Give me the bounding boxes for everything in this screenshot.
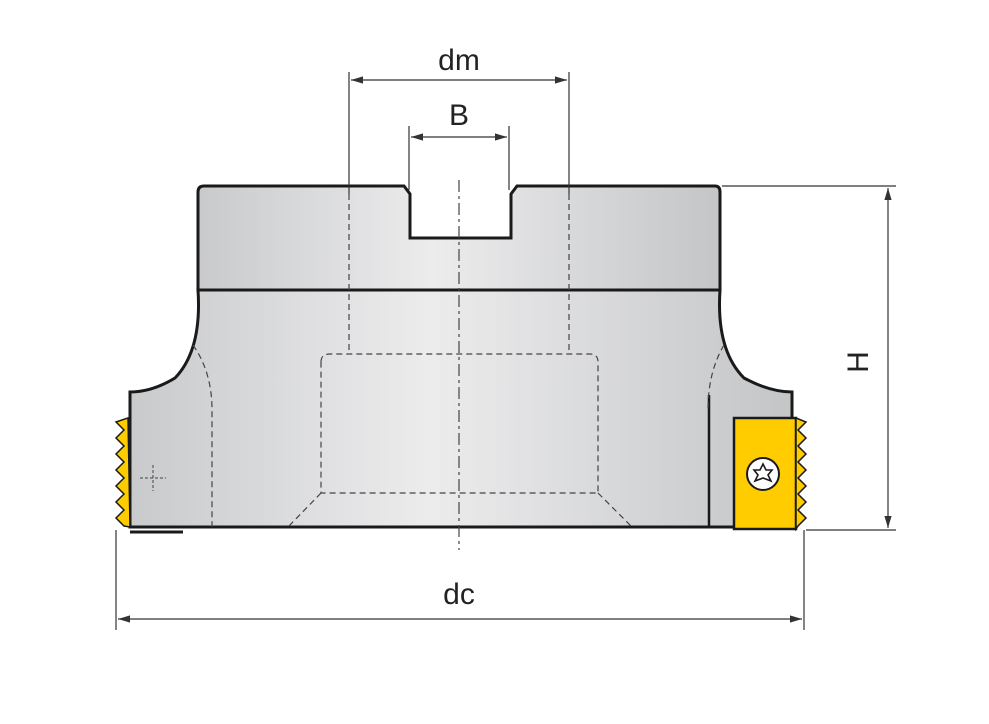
label-h: H — [842, 351, 875, 373]
torx-icon — [752, 462, 774, 483]
label-dc: dc — [443, 578, 475, 611]
right-insert-serration — [795, 416, 808, 532]
hidden-lines — [192, 194, 725, 528]
left-insert-serration — [114, 416, 131, 528]
cutter-body — [128, 288, 794, 529]
dim-dm — [348, 72, 570, 194]
label-dm: dm — [438, 44, 480, 77]
dim-h — [722, 185, 896, 531]
label-b: B — [449, 99, 469, 132]
dim-b — [408, 126, 510, 190]
dim-dc — [115, 530, 805, 630]
crosshair-mark — [140, 465, 166, 491]
